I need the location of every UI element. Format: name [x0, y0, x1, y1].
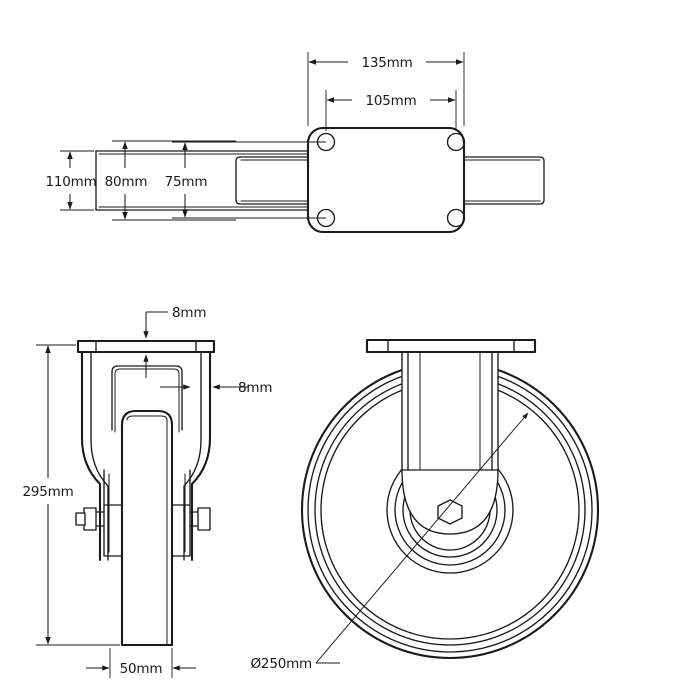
top-view: 135mm 105mm 110mm — [45, 52, 545, 234]
dim-8mm-plate-label: 8mm — [172, 305, 206, 321]
dim-105mm-label: 105mm — [365, 93, 416, 109]
front-view-bracket — [401, 351, 499, 535]
dim-135mm: 135mm — [308, 52, 464, 72]
dim-110mm-label: 110mm — [45, 174, 96, 190]
side-view-fork-right — [183, 350, 212, 562]
dim-295mm: 295mm — [14, 345, 82, 645]
side-view-axle-covers — [103, 469, 191, 557]
top-view-mounting-plate — [306, 126, 466, 234]
dim-110-extension-lines — [60, 150, 94, 211]
front-view-axle-hex-nut — [437, 499, 463, 525]
dim-75-extension-lines — [172, 141, 326, 219]
dim-8mm-plate-thickness: 8mm — [143, 305, 206, 378]
dim-105mm: 105mm — [326, 90, 456, 110]
dim-80-extension-lines — [112, 140, 236, 221]
side-view-top-plate — [76, 339, 216, 354]
dim-8mm-bracket-thickness: 8mm — [160, 380, 272, 396]
side-view-wheel — [120, 409, 174, 647]
dim-105-extension-lines — [325, 90, 457, 131]
side-view-axle-bolt-left — [75, 507, 105, 531]
dim-250mm-label: Ø250mm — [251, 656, 313, 672]
side-view-bracket-web — [111, 365, 183, 433]
dim-80mm-label: 80mm — [105, 174, 148, 190]
side-view: 8mm 8mm 295mm — [14, 305, 272, 678]
front-view: Ø250mm — [251, 338, 600, 672]
dim-295-extension-lines — [36, 344, 120, 646]
dim-50-extension-lines — [109, 648, 173, 678]
dim-135mm-label: 135mm — [361, 55, 412, 71]
dim-250-leader — [315, 412, 529, 664]
top-view-body-outline — [95, 150, 545, 211]
dim-80mm: 80mm — [104, 141, 148, 220]
dim-75mm: 75mm — [164, 142, 208, 218]
side-view-fork-left — [80, 350, 109, 562]
front-view-top-plate — [365, 338, 537, 354]
side-view-axle-bolt-right — [189, 507, 211, 531]
dim-50mm: 50mm — [86, 661, 196, 677]
dim-135-extension-lines — [307, 52, 465, 126]
dim-295mm-label: 295mm — [22, 484, 73, 500]
dim-75mm-label: 75mm — [165, 174, 208, 190]
dim-8mm-bracket-label: 8mm — [238, 380, 272, 396]
dim-110mm: 110mm — [45, 151, 97, 210]
dim-50mm-label: 50mm — [120, 661, 163, 677]
